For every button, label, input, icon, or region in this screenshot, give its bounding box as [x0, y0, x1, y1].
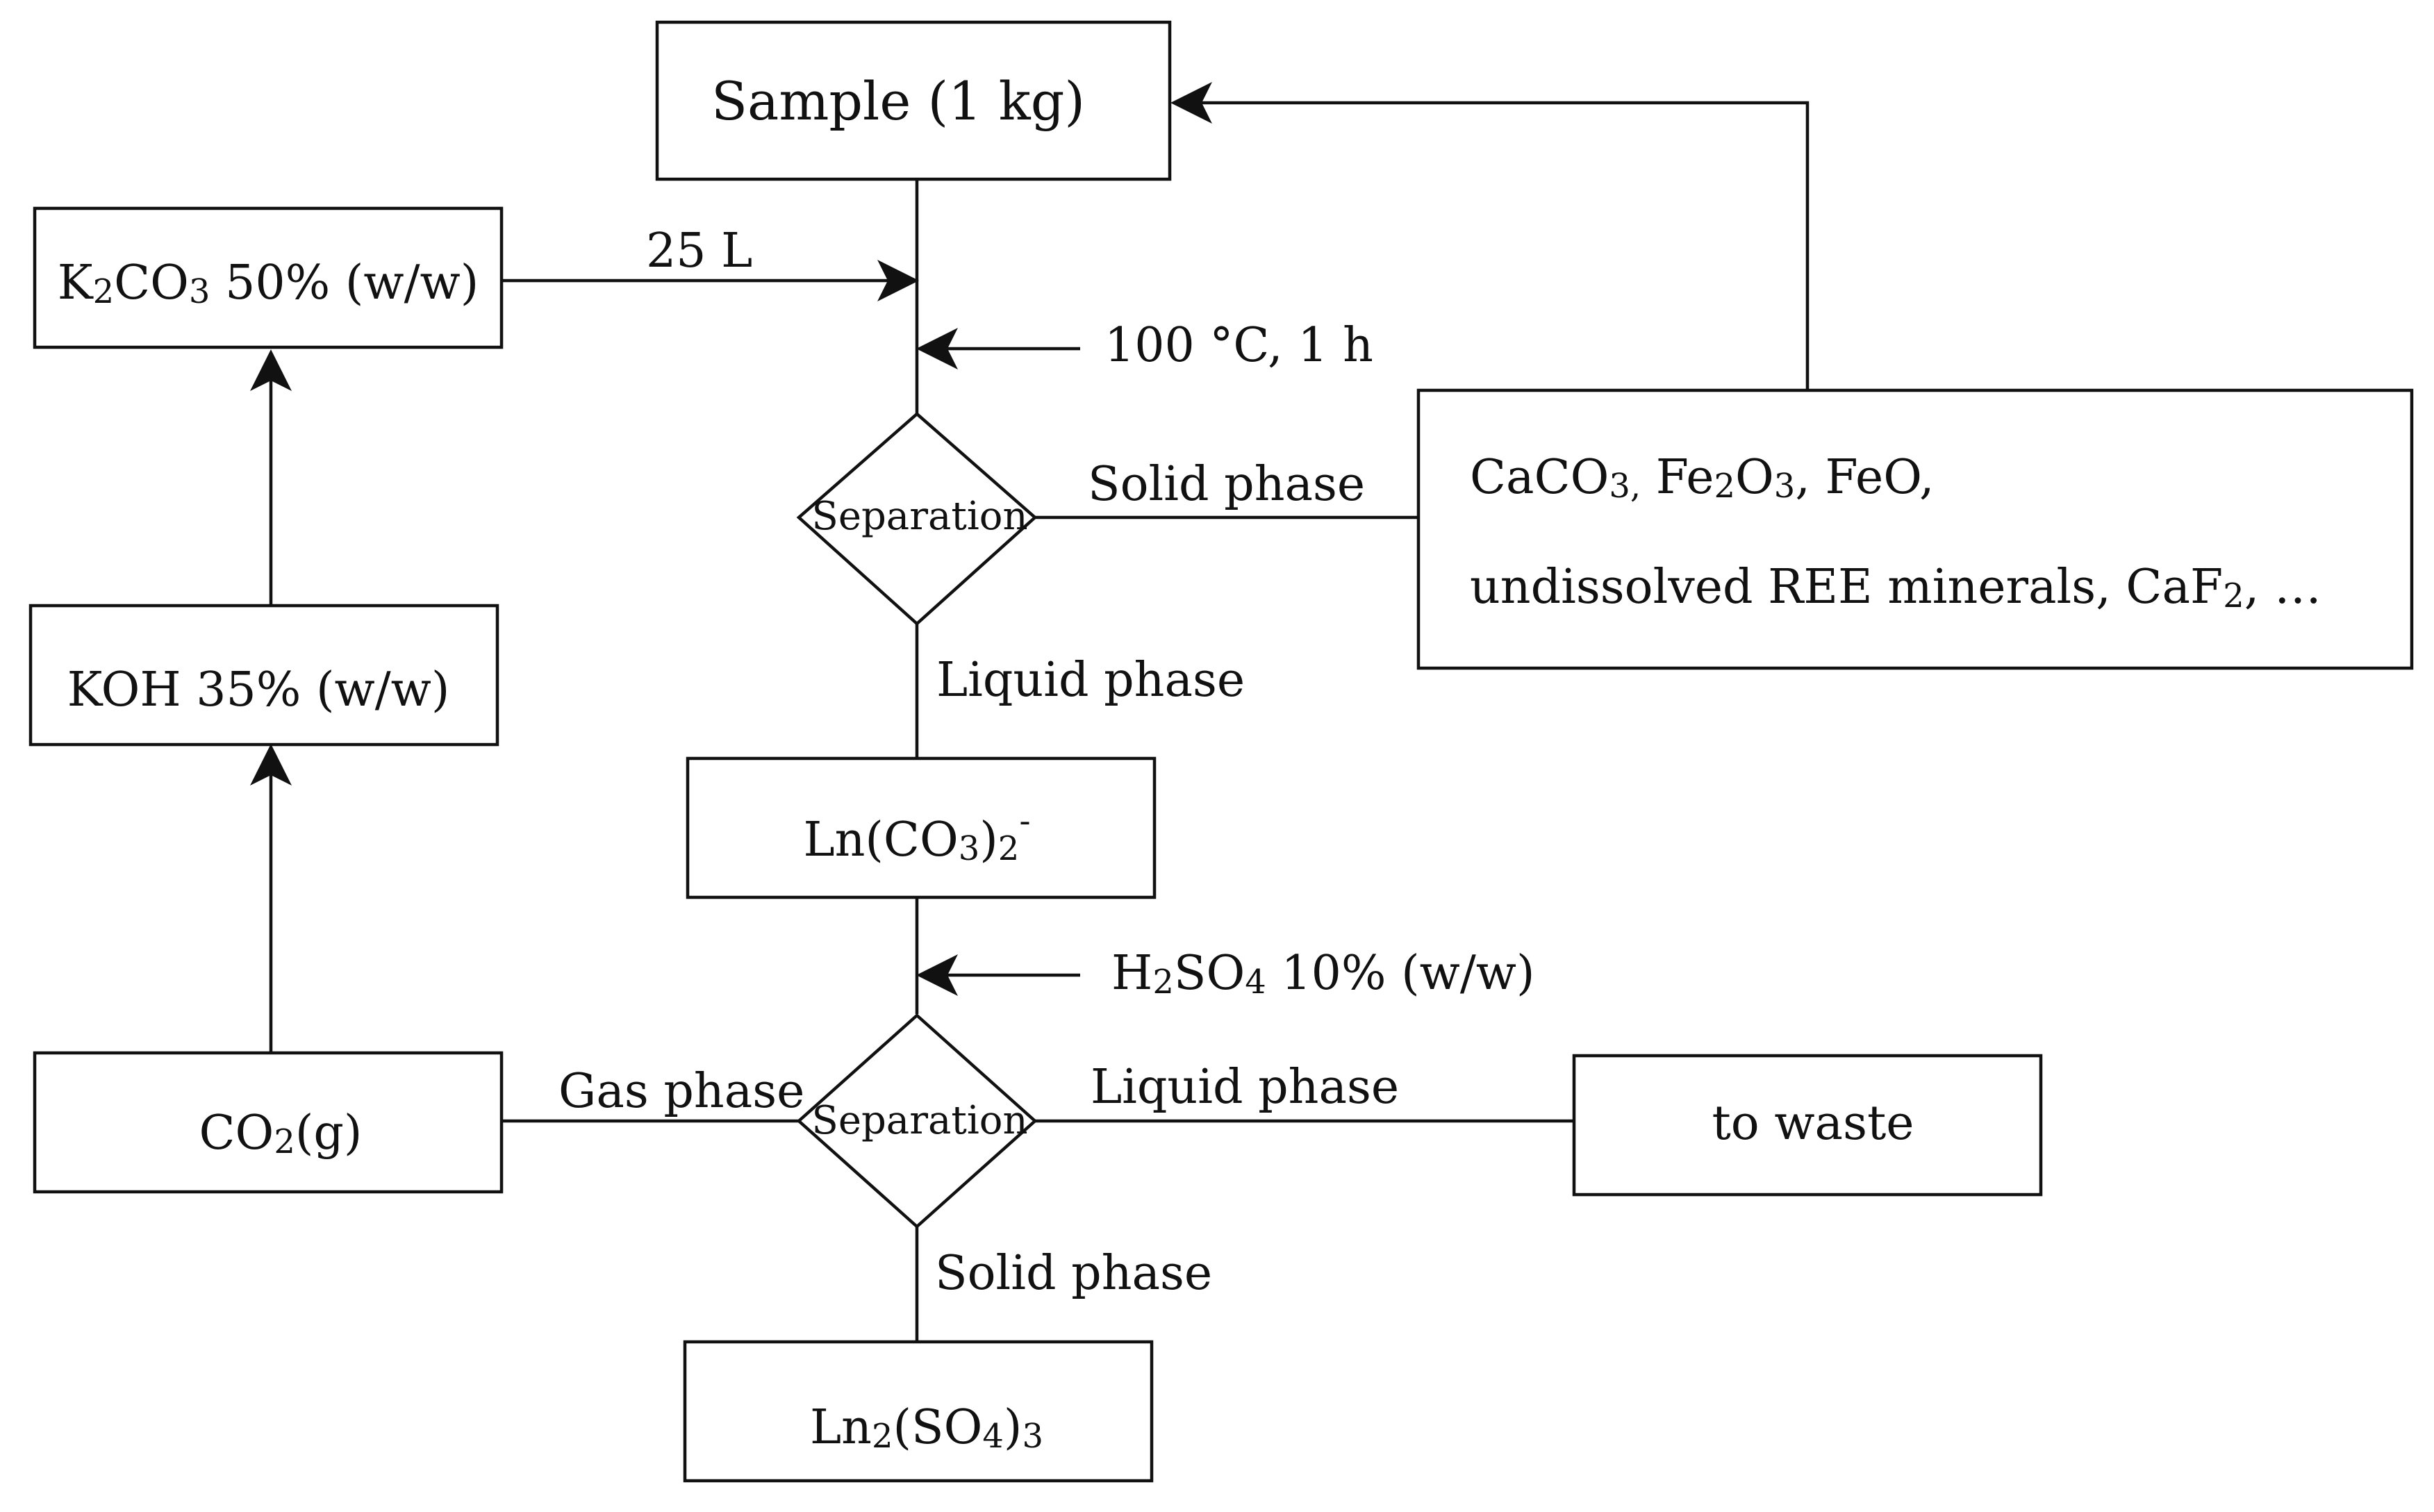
co2-label: CO2(g) — [199, 1106, 363, 1161]
separation-top-diamond — [796, 412, 1038, 626]
separation-bottom-node: Separation — [796, 1013, 1038, 1229]
volume-label: 25 L — [646, 224, 752, 279]
residue-label-line1: CaCO3, Fe2O3, FeO, — [1470, 450, 1935, 506]
connectors — [250, 82, 1810, 1340]
koh-node: KOH 35% (w/w) — [28, 604, 499, 747]
separation-bottom-label: Separation — [811, 1098, 1027, 1143]
separation-top-label: Separation — [811, 494, 1027, 539]
solid-phase-top-label: Solid phase — [1088, 457, 1365, 512]
sulfate-box — [683, 1340, 1154, 1483]
sulfate-label: Ln2(SO4)3 — [810, 1400, 1043, 1456]
carbonate-complex-box — [686, 756, 1157, 899]
sample-box — [655, 20, 1172, 181]
arrow-recycle-to-sample — [1170, 82, 1810, 389]
k2co3-node: K2CO3 50% (w/w) — [33, 206, 504, 349]
liquid-phase-bottom-label: Liquid phase — [1091, 1060, 1399, 1115]
residue-node: CaCO3, Fe2O3, FeO, undissolved REE miner… — [1416, 388, 2414, 670]
acid-label: H2SO4 10% (w/w) — [1111, 946, 1535, 1002]
residue-label-line2: undissolved REE minerals, CaF2, … — [1470, 560, 2321, 615]
residue-box — [1416, 388, 2414, 670]
k2co3-box — [33, 206, 504, 349]
gas-phase-label: Gas phase — [558, 1064, 804, 1119]
waste-label: to waste — [1712, 1096, 1914, 1151]
edge-labels: 25 L 100 °C, 1 h Solid phase Liquid phas… — [558, 224, 1535, 1301]
carbonate-complex-label: Ln(CO3)2- — [803, 801, 1030, 868]
carbonate-complex-node: Ln(CO3)2- — [686, 756, 1157, 899]
co2-box — [33, 1051, 504, 1194]
solid-phase-bottom-label: Solid phase — [935, 1246, 1212, 1301]
waste-node: to waste — [1572, 1054, 2043, 1197]
koh-label: KOH 35% (w/w) — [67, 663, 450, 717]
sample-label: Sample (1 kg) — [711, 70, 1085, 132]
co2-node: CO2(g) — [33, 1051, 504, 1194]
conditions-label: 100 °C, 1 h — [1104, 318, 1373, 373]
koh-box — [28, 604, 499, 747]
k2co3-label: K2CO3 50% (w/w) — [58, 256, 479, 311]
separation-bottom-diamond — [796, 1013, 1038, 1229]
sample-node: Sample (1 kg) — [655, 20, 1172, 181]
liquid-phase-top-label: Liquid phase — [936, 653, 1245, 708]
sulfate-node: Ln2(SO4)3 — [683, 1340, 1154, 1483]
separation-top-node: Separation — [796, 412, 1038, 626]
waste-box — [1572, 1054, 2043, 1197]
